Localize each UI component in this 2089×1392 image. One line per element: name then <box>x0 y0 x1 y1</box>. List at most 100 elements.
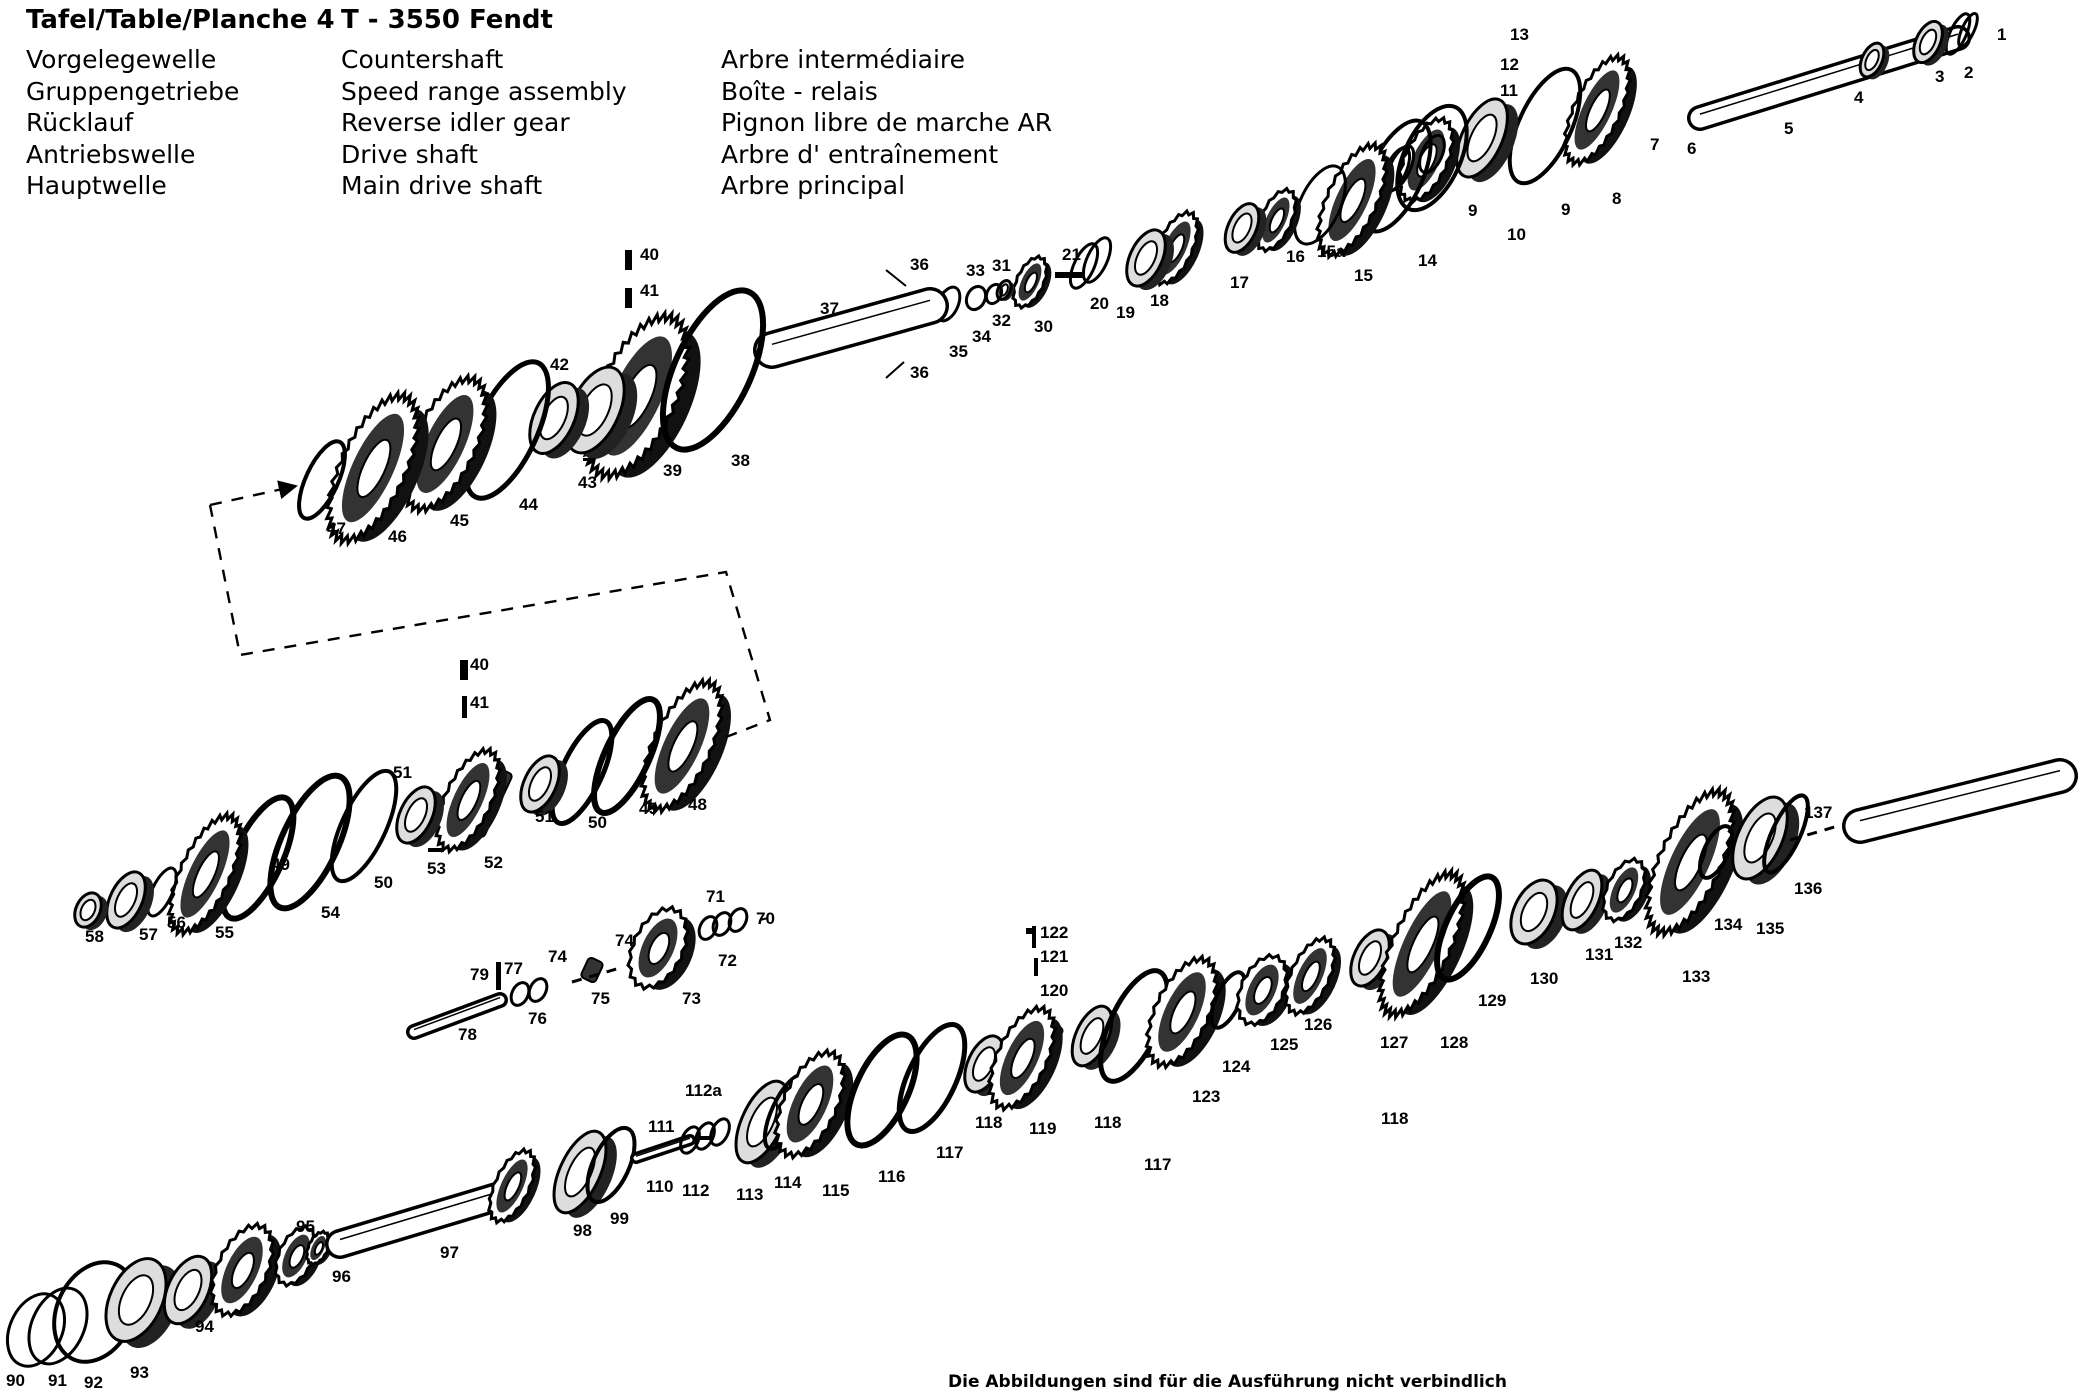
part-number-label: 120 <box>1040 981 1068 1000</box>
gear-bore <box>647 931 671 965</box>
gear <box>1643 783 1744 940</box>
ring <box>1434 873 1502 983</box>
part-number-label: 132 <box>1614 933 1642 952</box>
part-number-label: 130 <box>1530 969 1558 988</box>
part-number-label: 44 <box>519 495 538 514</box>
part-number-label: 90 <box>6 1371 25 1390</box>
plate-title: Tafel/Table/Planche 4 <box>26 5 335 35</box>
bearing <box>1455 97 1519 183</box>
ring <box>709 1117 731 1147</box>
part-number-label: 73 <box>682 989 701 1008</box>
part-number-label: 71 <box>706 887 725 906</box>
part-number-label: 18 <box>1150 291 1169 310</box>
part-number-label: 96 <box>332 1267 351 1286</box>
small-part <box>460 660 468 680</box>
part-number-label: 74 <box>615 931 634 950</box>
gear-bore <box>503 1171 523 1202</box>
gear <box>1234 952 1295 1028</box>
ring <box>267 772 353 912</box>
gear-bore <box>1301 960 1321 993</box>
ring-outline <box>964 284 988 312</box>
german-countershaft: Vorgelegewelle <box>26 45 217 74</box>
bearing-inner <box>1918 28 1938 56</box>
ring-outline <box>329 768 399 884</box>
leader-line <box>885 269 907 287</box>
part-number-label: 9 <box>1561 200 1570 219</box>
ring-outline <box>5 1292 67 1368</box>
shaft-spline <box>771 299 931 346</box>
ring <box>659 287 767 453</box>
french-reverse-idler: Pignon libre de marche AR <box>721 108 1053 137</box>
part-number-label: 99 <box>610 1209 629 1228</box>
dashed-arrow <box>209 480 298 507</box>
small-part <box>1055 272 1085 278</box>
ring-outline <box>527 977 549 1003</box>
part-number-label: 10 <box>1507 225 1526 244</box>
part-number-label: 126 <box>1304 1015 1332 1034</box>
english-reverse-idler: Reverse idler gear <box>341 108 570 137</box>
ring-outline <box>1697 824 1735 880</box>
gear <box>486 1146 541 1226</box>
bearing-inner <box>1133 240 1159 276</box>
part-number-label: 55 <box>215 923 234 942</box>
bearing-inner <box>1357 940 1383 976</box>
gear-bore <box>356 438 392 499</box>
small-part <box>583 458 595 461</box>
ring-outline <box>1434 873 1502 983</box>
part-number-label: 131 <box>1585 945 1613 964</box>
gear <box>986 1003 1063 1113</box>
bearing <box>162 1254 223 1329</box>
part-number-label: 42 <box>550 355 569 374</box>
part-number-label: 21 <box>1062 245 1081 264</box>
gear-bore <box>667 720 699 773</box>
part-number-label: 91 <box>48 1371 67 1390</box>
part-number-label: 112 <box>682 1181 709 1200</box>
part-number-label: 2 <box>1964 63 1973 82</box>
part-number-label: 52 <box>484 853 503 872</box>
gear-bore <box>1406 915 1440 974</box>
part-number-label: 125 <box>1270 1035 1298 1054</box>
gear <box>1144 953 1226 1071</box>
english-speed-range: Speed range assembly <box>341 76 627 106</box>
part-number-label: 35 <box>949 342 968 361</box>
part-number-label: 137 <box>1804 803 1832 822</box>
ring-outline <box>844 1031 920 1149</box>
ring <box>1418 133 1446 175</box>
part-number-label: 15 <box>1354 266 1373 285</box>
bearing <box>1912 19 1949 66</box>
part-number-label: 121 <box>1040 947 1068 966</box>
part-number-label: 58 <box>85 927 104 946</box>
part-number-label: 37 <box>820 299 839 318</box>
shaft-spline <box>1859 769 2061 822</box>
ring-outline <box>1762 793 1810 875</box>
gear <box>1561 51 1637 169</box>
part-number-label: 50 <box>374 873 393 892</box>
ring-outline <box>896 1021 968 1135</box>
gear <box>166 809 249 939</box>
ring <box>727 907 749 933</box>
part-number-label: 15a <box>1317 242 1346 261</box>
part-number-label: 56 <box>167 913 186 932</box>
bearing-inner <box>1466 113 1498 163</box>
small-part <box>1034 958 1038 976</box>
part-number-label: 111 <box>648 1117 675 1136</box>
gear <box>626 904 696 992</box>
gear <box>1011 253 1052 311</box>
part-number-label: 7 <box>1650 135 1659 154</box>
part-number-label: 47 <box>327 519 346 538</box>
bearing-inner <box>113 882 139 918</box>
small-part <box>625 288 632 308</box>
part-number-label: 50 <box>588 813 607 832</box>
bearing <box>552 1129 617 1218</box>
german-reverse-idler: Rücklauf <box>26 108 134 137</box>
part-number-label: 93 <box>130 1363 149 1382</box>
part-body <box>580 956 604 984</box>
part-number-label: 20 <box>1090 294 1109 313</box>
part-number-label: 95 <box>296 1217 315 1236</box>
gear-bore <box>1616 877 1634 904</box>
ring <box>27 1286 89 1366</box>
part-number-label: 32 <box>992 311 1011 330</box>
ring <box>964 284 988 312</box>
ring-outline <box>727 907 749 933</box>
bearing <box>105 870 154 933</box>
